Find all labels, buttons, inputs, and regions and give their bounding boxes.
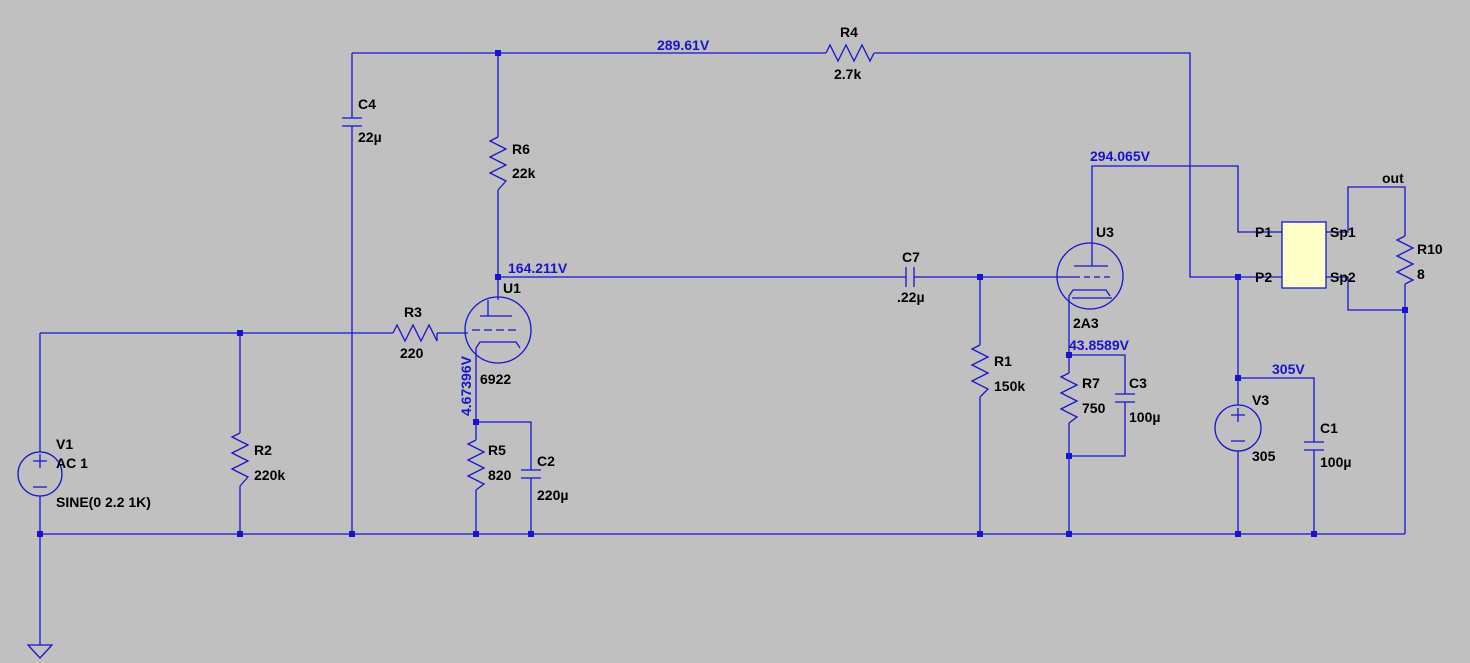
c3-capacitor[interactable] [1115,393,1135,403]
c4-value: 22µ [358,129,382,145]
r4-value: 2.7k [834,66,861,82]
r2-name: R2 [254,442,272,458]
net-voltage-b-plus: 289.61V [657,37,710,53]
r7-value: 750 [1082,400,1106,416]
c7-name: C7 [902,249,920,265]
ground-symbol [26,644,54,659]
junctions [37,50,1408,537]
r3-name: R3 [404,304,422,320]
net-voltage-u1-cathode: 4.67396V [458,355,474,416]
output-transformer[interactable] [1281,221,1327,289]
c7-capacitor[interactable] [905,267,915,287]
v3-value: 305 [1252,448,1276,464]
transformer-pin-p1: P1 [1255,224,1272,240]
net-voltage-u3-plate: 294.065V [1090,148,1151,164]
r4-name: R4 [840,24,858,40]
r4-resistor[interactable] [825,43,875,63]
u3-name: U3 [1096,224,1114,240]
r10-resistor[interactable] [1395,235,1415,285]
transformer-pin-sp1: Sp1 [1330,224,1356,240]
r5-name: R5 [488,442,506,458]
u1-value: 6922 [480,371,511,387]
net-voltage-supply: 305V [1272,361,1305,377]
r10-name: R10 [1417,241,1443,257]
c3-name: C3 [1129,375,1147,391]
u1-name: U1 [503,280,521,296]
v1-spice: SINE(0 2.2 1K) [56,494,151,510]
r6-value: 22k [512,165,536,181]
v3-name: V3 [1252,392,1269,408]
r6-resistor[interactable] [488,136,508,191]
net-voltage-u1-plate: 164.211V [508,260,568,276]
r5-resistor[interactable] [466,439,486,491]
transformer-pin-p2: P2 [1255,269,1272,285]
r5-value: 820 [488,467,512,483]
c3-value: 100µ [1129,409,1160,425]
r1-resistor[interactable] [970,344,990,398]
c4-name: C4 [358,96,376,112]
r10-value: 8 [1417,266,1425,282]
c7-value: .22µ [897,289,925,305]
r1-name: R1 [994,353,1012,369]
c1-name: C1 [1320,420,1338,436]
r2-resistor[interactable] [230,432,250,487]
c4-capacitor[interactable] [342,117,362,127]
v3-source[interactable] [1214,404,1262,452]
u3-triode-tube[interactable] [1056,242,1124,310]
c2-name: C2 [537,453,555,469]
r2-value: 220k [254,467,285,483]
u1-triode-tube[interactable] [464,296,532,364]
c1-value: 100µ [1320,454,1351,470]
v1-name: V1 [56,436,73,452]
r3-value: 220 [400,345,424,361]
net-label-out: out [1382,170,1404,186]
r6-name: R6 [512,141,530,157]
transformer-pin-sp2: Sp2 [1330,269,1356,285]
r3-resistor[interactable] [392,323,438,343]
net-voltage-u3-cathode: 43.8589V [1069,337,1130,353]
v1-source[interactable] [17,451,63,497]
wires [39,52,1406,645]
r7-name: R7 [1082,375,1100,391]
c2-value: 220µ [537,487,568,503]
c2-capacitor[interactable] [521,469,541,479]
u3-value: 2A3 [1073,315,1099,331]
r1-value: 150k [994,378,1025,394]
v1-value: AC 1 [56,455,88,471]
r7-resistor[interactable] [1059,372,1079,424]
c1-capacitor[interactable] [1304,441,1324,451]
